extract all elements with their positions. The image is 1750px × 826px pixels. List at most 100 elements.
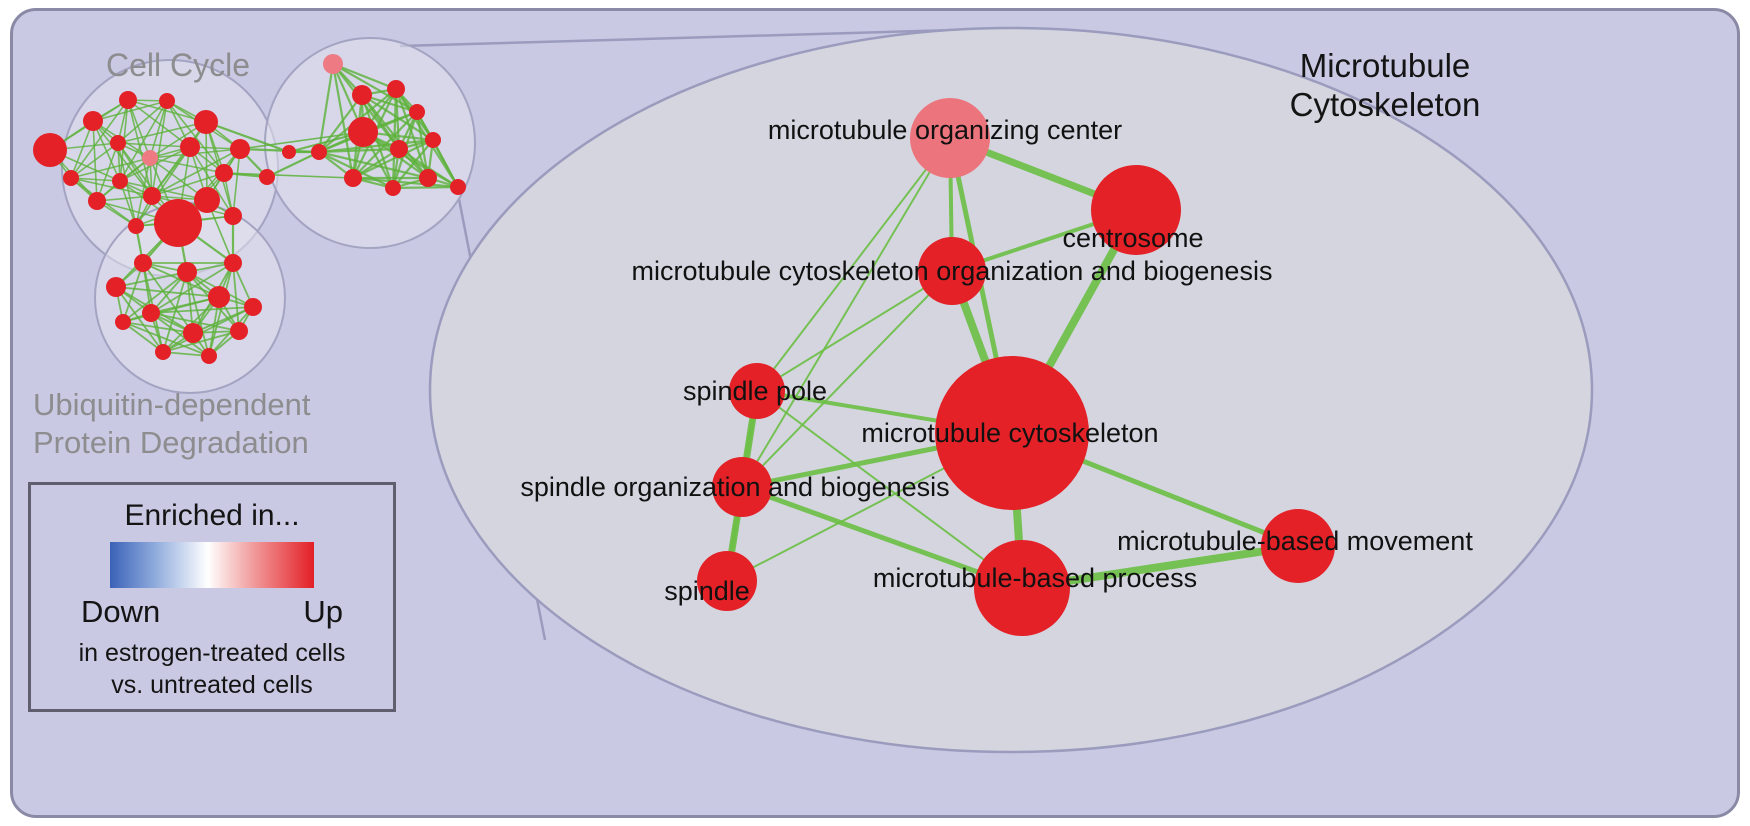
detail-edge-mco-spindle_pole	[756, 270, 953, 392]
overview-node-B6[interactable]	[390, 140, 408, 158]
overview-edge	[151, 100, 168, 197]
overview-node-A10[interactable]	[215, 164, 233, 182]
cluster-label-microtubule: Microtubule Cytoskeleton	[1250, 46, 1520, 124]
overview-node-B11[interactable]	[450, 179, 466, 195]
overview-edge	[149, 100, 168, 159]
detail-node-spindle_pole[interactable]	[729, 363, 785, 419]
detail-node-spindle[interactable]	[697, 551, 757, 611]
overview-edge	[392, 185, 459, 190]
overview-edge	[122, 321, 194, 334]
magnifier-line	[399, 28, 956, 48]
overview-edge	[232, 262, 240, 332]
overview-node-B2[interactable]	[352, 85, 372, 105]
overview-edge	[115, 286, 220, 298]
overview-node-C4[interactable]	[177, 262, 197, 282]
overview-node-A15[interactable]	[194, 187, 220, 213]
overview-edge	[432, 139, 459, 188]
overview-node-A7[interactable]	[110, 135, 126, 151]
overview-node-A8[interactable]	[142, 150, 158, 166]
detail-node-label-mt_process: microtubule-based process	[873, 563, 1197, 593]
detail-node-label-moc: microtubule organizing center	[768, 115, 1122, 145]
overview-node-A11[interactable]	[112, 173, 128, 189]
overview-edge	[223, 172, 354, 179]
overview-edge	[70, 99, 129, 179]
overview-edge	[239, 131, 364, 150]
overview-node-A14[interactable]	[63, 170, 79, 186]
overview-node-B1[interactable]	[323, 54, 343, 74]
overview-node-C11[interactable]	[244, 298, 262, 316]
overview-node-A18[interactable]	[128, 218, 144, 234]
legend-box: Enriched in... Down Up in estrogen-treat…	[28, 482, 396, 712]
overview-node-B12[interactable]	[311, 144, 327, 160]
overview-node-B9[interactable]	[385, 180, 401, 196]
detail-node-label-spindle_org: spindle organization and biogenesis	[520, 472, 949, 502]
detail-node-moc[interactable]	[910, 98, 990, 178]
overview-node-C2[interactable]	[134, 254, 152, 272]
cluster-label-microtubule-line1: Microtubule	[1299, 47, 1471, 84]
overview-edge	[189, 146, 234, 217]
overview-edge	[117, 142, 191, 148]
overview-node-C3[interactable]	[142, 304, 160, 322]
overview-node-B8[interactable]	[344, 169, 362, 187]
overview-edge	[115, 271, 188, 288]
detail-node-mt_cyto[interactable]	[935, 356, 1089, 510]
overview-node-C10[interactable]	[201, 348, 217, 364]
overview-edge	[205, 121, 208, 201]
overview-node-A4[interactable]	[159, 93, 175, 109]
overview-node-C1[interactable]	[106, 277, 126, 297]
detail-node-centrosome[interactable]	[1091, 165, 1181, 255]
overview-edge	[391, 88, 398, 189]
overview-edge	[151, 148, 241, 197]
detail-edge-spindle_org-mt_process	[739, 484, 1025, 591]
overview-edge	[232, 148, 241, 217]
overview-edge	[151, 172, 225, 197]
overview-node-C8[interactable]	[230, 322, 248, 340]
detail-node-spindle_org[interactable]	[712, 457, 772, 517]
overview-edge	[150, 306, 254, 314]
detail-node-mt_process[interactable]	[974, 540, 1070, 636]
overview-node-A17[interactable]	[224, 207, 242, 225]
overview-node-B5[interactable]	[348, 117, 378, 147]
overview-node-B3[interactable]	[387, 80, 405, 98]
overview-node-A1[interactable]	[33, 133, 67, 167]
overview-node-B4[interactable]	[409, 104, 425, 120]
overview-edge	[205, 120, 290, 154]
overview-edge	[122, 321, 164, 353]
overview-node-C7[interactable]	[224, 254, 242, 272]
overview-edge	[162, 330, 240, 353]
overview-edge	[70, 177, 121, 182]
overview-node-B10[interactable]	[419, 169, 437, 187]
overview-edge	[127, 99, 151, 159]
overview-edge	[318, 150, 429, 180]
overview-node-A3[interactable]	[119, 91, 137, 109]
detail-node-mco[interactable]	[918, 237, 986, 305]
overview-node-A9[interactable]	[180, 137, 200, 157]
overview-edge	[122, 296, 220, 323]
overview-edge	[117, 121, 207, 144]
overview-node-A6[interactable]	[230, 139, 250, 159]
cluster-label-ubiquitin: Ubiquitin-dependent Protein Degradation	[33, 386, 311, 462]
detail-edge-moc-spindle_org	[741, 137, 951, 488]
overview-node-B7[interactable]	[425, 132, 441, 148]
cluster-label-ubiquitin-line2: Protein Degradation	[33, 425, 309, 460]
legend-subtitle: in estrogen-treated cells vs. untreated …	[31, 637, 393, 701]
overview-node-C6[interactable]	[208, 286, 230, 308]
overview-node-D1[interactable]	[259, 169, 275, 185]
overview-node-C9[interactable]	[155, 344, 171, 360]
overview-node-A5[interactable]	[194, 110, 218, 134]
detail-node-label-mt_move: microtubule-based movement	[1117, 526, 1473, 556]
legend-subtitle-line1: in estrogen-treated cells	[78, 639, 346, 667]
overview-node-C12[interactable]	[115, 314, 131, 330]
overview-edge	[122, 262, 144, 323]
overview-node-A2[interactable]	[83, 111, 103, 131]
overview-edge	[318, 138, 434, 154]
overview-node-C5[interactable]	[183, 323, 203, 343]
cluster-label-ubiquitin-line1: Ubiquitin-dependent	[33, 387, 311, 422]
overview-node-A12[interactable]	[143, 187, 161, 205]
overview-node-D2[interactable]	[282, 145, 296, 159]
overview-node-A16[interactable]	[154, 199, 202, 247]
detail-node-mt_move[interactable]	[1261, 509, 1335, 583]
overview-node-A13[interactable]	[88, 192, 106, 210]
